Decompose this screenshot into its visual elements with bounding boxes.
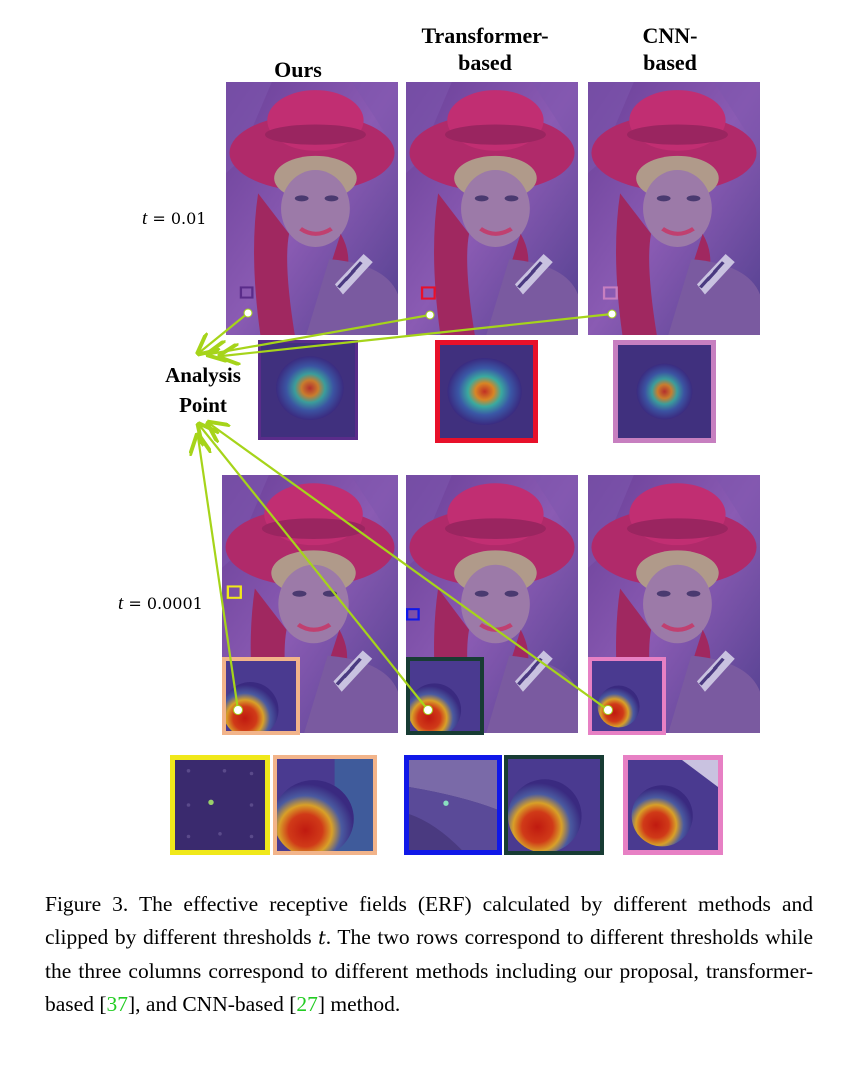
transformer-marker-box-row1: [420, 286, 436, 300]
caption-part1: Figure 3. The effective receptive fields…: [45, 892, 813, 949]
ours-label: Ours: [274, 57, 322, 82]
analysis-point-line2: Point: [179, 393, 227, 417]
cnn-label-line2: based: [643, 50, 697, 75]
column-header-ours: Ours: [238, 56, 358, 83]
cnn-marker-box-row1: [602, 286, 618, 300]
citation-link-27[interactable]: 27: [296, 992, 318, 1016]
portrait-cnn-row1: [588, 82, 760, 335]
column-header-transformer: Transformer- based: [400, 22, 570, 76]
transformer-label-line2: based: [458, 50, 512, 75]
erf-inset-transformer-row2: [406, 657, 484, 735]
threshold-value-row2: = 0.0001: [123, 594, 203, 613]
threshold-var-row1: t: [142, 208, 148, 229]
citation-link-37[interactable]: 37: [106, 992, 129, 1016]
transformer-label-line1: Transformer-: [421, 23, 549, 48]
erf-crop-ours-row1: [258, 340, 358, 440]
caption-part4: ] method.: [317, 992, 401, 1016]
ours-marker-box-row1: [239, 286, 254, 299]
caption-part3: ], and CNN-based [: [128, 992, 297, 1016]
erf-crop-cnn-row1: [613, 340, 716, 443]
column-header-cnn: CNN- based: [610, 22, 730, 76]
caption-threshold-var: t: [318, 927, 326, 949]
crop-cnn-erf-zoom: [623, 755, 723, 855]
caption-part2: . The two rows correspond to different t…: [45, 925, 813, 1016]
threshold-label-row1: t = 0.01: [142, 208, 206, 230]
portrait-transformer-row1: [406, 82, 578, 335]
portrait-ours-row1: [226, 82, 398, 335]
figure-caption: Figure 3. The effective receptive fields…: [45, 888, 813, 1021]
threshold-var-row2: t: [118, 593, 124, 614]
crop-yellow-original: [170, 755, 270, 855]
threshold-value-row1: = 0.01: [147, 209, 207, 228]
erf-crop-transformer-row1: [435, 340, 538, 443]
crop-ours-erf-zoom: [273, 755, 377, 855]
analysis-point-line1: Analysis: [165, 363, 241, 387]
crop-blue-original: [404, 755, 502, 855]
crop-transformer-erf-zoom: [504, 755, 604, 855]
threshold-label-row2: t = 0.0001: [118, 593, 203, 615]
cnn-label-line1: CNN-: [642, 23, 698, 48]
erf-inset-ours-row2: [222, 657, 300, 735]
analysis-point-label: Analysis Point: [148, 360, 258, 420]
erf-inset-cnn-row2: [588, 657, 666, 735]
